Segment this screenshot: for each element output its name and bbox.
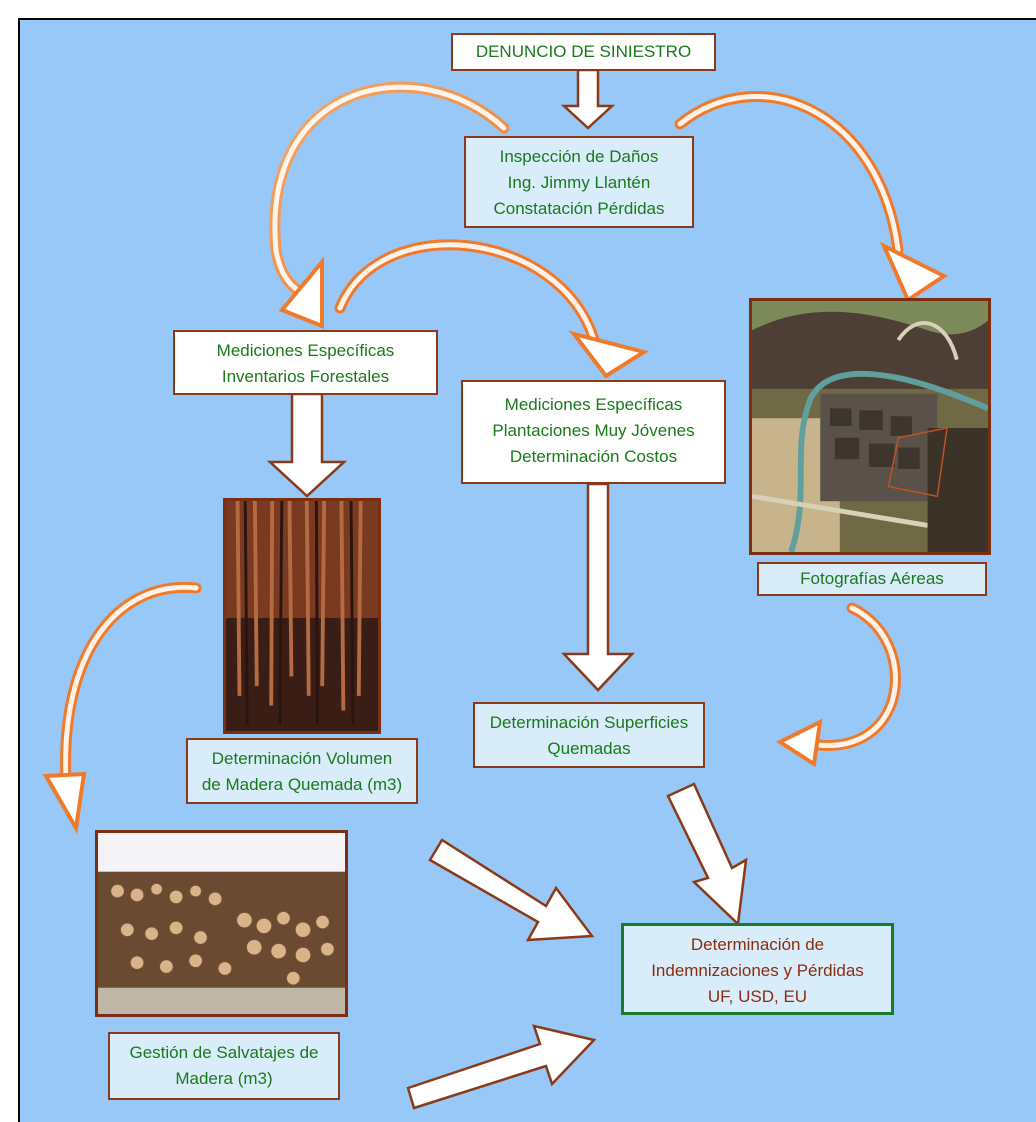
burned-volume-line2: de Madera Quemada (m3): [201, 775, 403, 794]
forest-image: [226, 501, 378, 731]
curved-arrow-volume-to-salvage: [60, 581, 202, 786]
curved-arrow-inventory-to-young: [334, 239, 600, 346]
start-box: DENUNCIO DE SINIESTRO: [451, 33, 716, 71]
salvage-box: Gestión de Salvatajes de Madera (m3): [108, 1032, 340, 1100]
burned-area-box: Determinación Superficies Quemadas: [473, 702, 705, 768]
curved-head-young: [568, 330, 649, 379]
compensation-box: Determinación de Indemnizaciones y Pérdi…: [621, 923, 894, 1015]
compensation-line2: Indemnizaciones y Pérdidas: [651, 961, 864, 980]
aerial-photo: [749, 298, 991, 555]
aerial-image: [752, 301, 988, 552]
inspection-line3: Constatación Pérdidas: [493, 199, 665, 218]
burned-area-line2: Quemadas: [547, 739, 631, 758]
arrow-inventory-to-volume: [266, 392, 348, 498]
measure-inventory-line1: Mediciones Específicas: [216, 341, 395, 360]
compensation-line1: Determinación de: [690, 935, 825, 954]
arrow-salvage-bottom-to-compensation: [406, 1024, 597, 1110]
measure-inventory-box: Mediciones Específicas Inventarios Fores…: [173, 330, 438, 395]
arrow-area-to-compensation: [666, 782, 748, 927]
measure-young-line2: Plantaciones Muy Jóvenes: [492, 421, 695, 440]
arrow-young-to-area: [561, 482, 635, 692]
measure-inventory-line2: Inventarios Forestales: [221, 367, 390, 386]
arrow-salvage-to-compensation: [428, 838, 595, 942]
aerial-caption: Fotografías Aéreas: [800, 569, 944, 588]
curved-head-area: [775, 718, 823, 768]
inspection-line1: Inspección de Daños: [499, 147, 659, 166]
aerial-caption-box: Fotografías Aéreas: [757, 562, 987, 596]
salvage-line2: Madera (m3): [175, 1069, 273, 1088]
salvage-line1: Gestión de Salvatajes de: [129, 1043, 319, 1062]
curved-head-salvage: [42, 771, 87, 834]
burned-volume-line1: Determinación Volumen: [211, 749, 393, 768]
measure-young-box: Mediciones Específicas Plantaciones Muy …: [461, 380, 726, 484]
burned-area-line1: Determinación Superficies: [489, 713, 689, 732]
forest-photo: [223, 498, 381, 734]
logs-photo: [95, 830, 348, 1017]
compensation-line3: UF, USD, EU: [707, 987, 808, 1006]
arrow-start-to-inspection: [560, 68, 616, 130]
logs-image: [98, 833, 345, 1014]
curved-head-aerial: [879, 241, 948, 303]
burned-volume-box: Determinación Volumen de Madera Quemada …: [186, 738, 418, 804]
measure-young-line3: Determinación Costos: [509, 447, 678, 466]
curved-arrow-aerial-to-area: [804, 602, 901, 751]
start-label: DENUNCIO DE SINIESTRO: [475, 42, 692, 61]
inspection-line2: Ing. Jimmy Llantén: [507, 173, 651, 192]
curved-arrow-inspection-to-aerial: [674, 91, 904, 256]
inspection-box: Inspección de Daños Ing. Jimmy Llantén C…: [464, 136, 694, 228]
measure-young-line1: Mediciones Específicas: [504, 395, 683, 414]
curved-head-inventory: [278, 256, 324, 329]
